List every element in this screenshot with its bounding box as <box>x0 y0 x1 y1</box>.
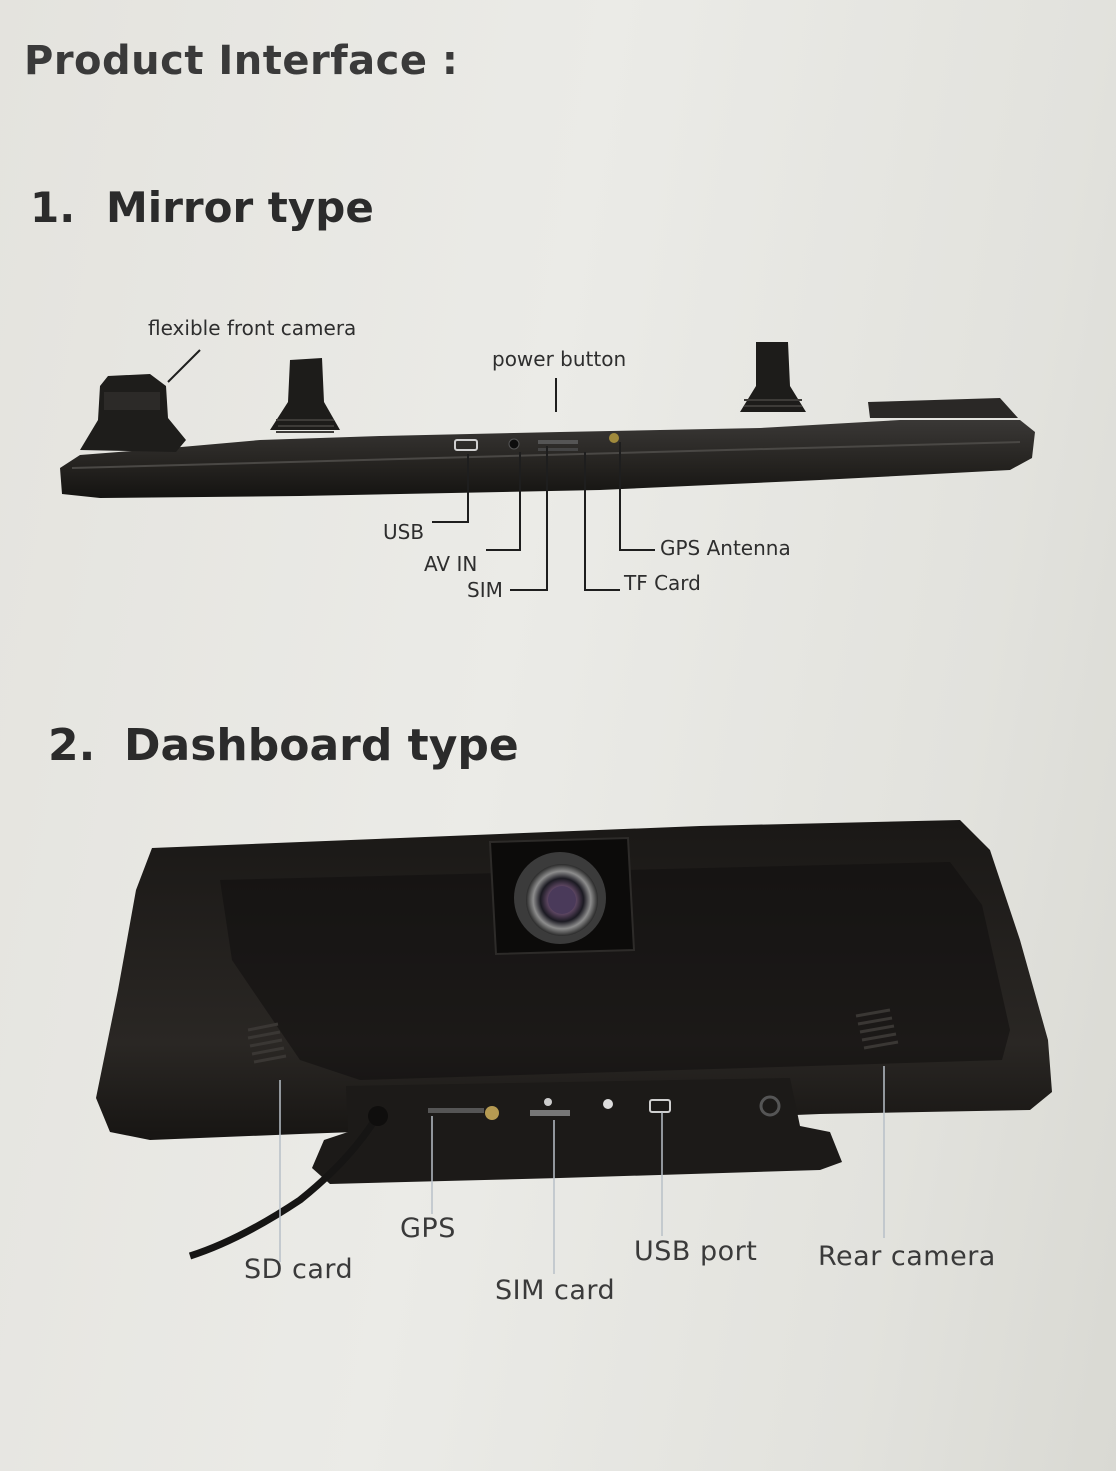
mount-clip-icon <box>270 358 340 430</box>
speaker-grille-icon <box>247 1022 287 1064</box>
sd-slot-icon <box>428 1108 484 1113</box>
mount-clip-icon <box>740 342 806 412</box>
cable-icon <box>188 1116 379 1260</box>
rear-camera-label: Rear camera <box>818 1241 996 1272</box>
power-button-label: power button <box>492 347 627 371</box>
tf-slot-icon <box>538 448 578 451</box>
section-title: Mirror type <box>106 183 374 232</box>
rear-camera-port-icon <box>759 1095 781 1117</box>
section-number: 2. <box>48 720 96 771</box>
tf-card-label: TF Card <box>624 571 701 595</box>
sd-card-label: SD card <box>244 1254 354 1285</box>
speaker-grille-icon <box>855 1008 899 1050</box>
section-heading-mirror: 1. Mirror type <box>30 183 374 232</box>
usb-port-label: USB port <box>634 1236 758 1267</box>
gps-label: GPS <box>400 1213 456 1244</box>
sim-card-label: SIM card <box>495 1275 616 1306</box>
sim-slot-icon <box>530 1110 570 1116</box>
av-in-port-icon <box>508 438 520 450</box>
gps-port-icon <box>485 1106 499 1120</box>
sim-label: SIM <box>467 578 503 602</box>
usb-port-icon <box>649 1099 671 1113</box>
section-heading-dashboard: 2. Dashboard type <box>48 720 519 771</box>
av-in-label: AV IN <box>424 552 478 576</box>
gps-antenna-port-icon <box>609 433 619 443</box>
usb-port-icon <box>454 439 478 451</box>
section-title: Dashboard type <box>124 720 519 771</box>
front-camera-label: flexible front camera <box>148 316 357 340</box>
sim-slot-icon <box>538 440 578 444</box>
gps-antenna-label: GPS Antenna <box>660 536 791 560</box>
page-title: Product Interface : <box>24 38 459 84</box>
usb-label: USB <box>383 520 425 544</box>
section-number: 1. <box>30 183 76 232</box>
